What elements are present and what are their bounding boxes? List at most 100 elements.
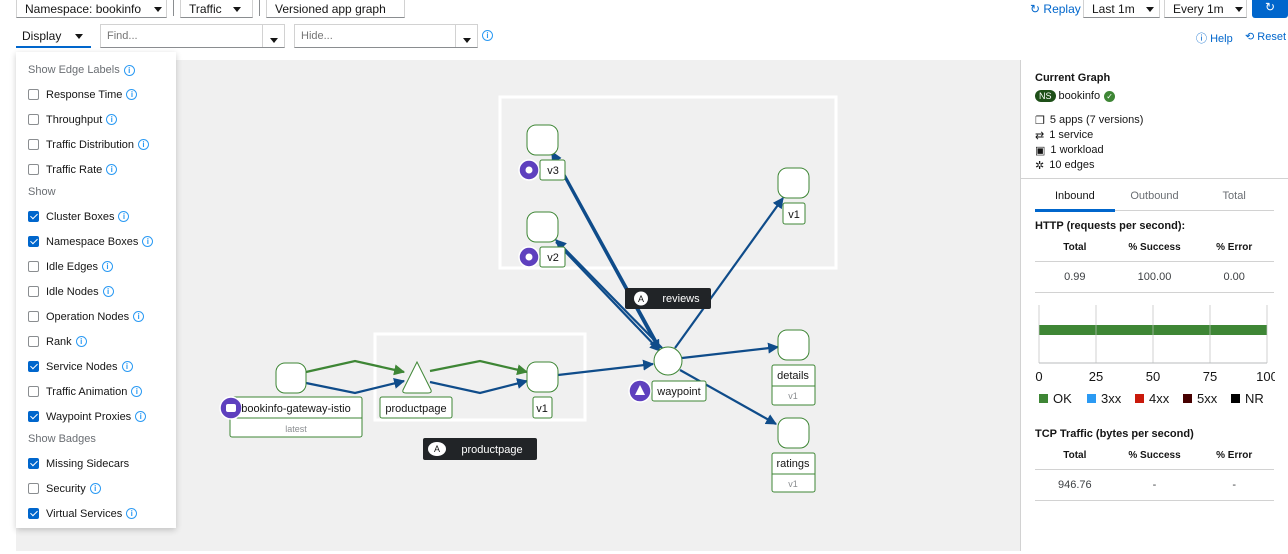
info-icon[interactable]: i	[123, 64, 135, 76]
graph-type-select[interactable]: Versioned app graph	[266, 0, 405, 18]
checkbox[interactable]	[28, 411, 39, 422]
traffic-select[interactable]: Traffic	[180, 0, 253, 18]
checkbox[interactable]	[28, 114, 39, 125]
edge[interactable]	[557, 359, 655, 377]
tab-outbound[interactable]: Outbound	[1130, 189, 1179, 202]
info-icon[interactable]: i	[121, 361, 133, 372]
waypoint-node[interactable]	[653, 346, 683, 376]
info-icon[interactable]: i	[135, 411, 147, 422]
info-icon[interactable]: i	[133, 311, 145, 322]
menu-item-missing-sidecars[interactable]: Missing Sidecars	[28, 451, 164, 476]
reviews-v3-node[interactable]	[526, 124, 559, 156]
edge[interactable]	[551, 151, 661, 349]
info-icon[interactable]: i	[126, 89, 138, 100]
edge[interactable]	[429, 378, 529, 395]
edge[interactable]	[305, 359, 406, 376]
reset-button[interactable]: ⟲ Reset	[1245, 31, 1287, 43]
edge[interactable]	[555, 241, 661, 352]
checkbox[interactable]	[28, 164, 39, 175]
checkbox[interactable]	[28, 311, 39, 322]
checkbox[interactable]	[28, 286, 39, 297]
table-cell: 946.76	[1058, 479, 1092, 491]
ratings-node[interactable]	[777, 417, 810, 449]
reviews-v1-node[interactable]	[777, 167, 810, 199]
help-button[interactable]: ⓘ Help	[1196, 33, 1233, 45]
checkbox[interactable]	[28, 483, 39, 494]
checkbox[interactable]	[28, 89, 39, 100]
edge[interactable]	[681, 342, 780, 360]
hide-history-button[interactable]	[455, 25, 477, 47]
details-node[interactable]	[777, 329, 810, 361]
checkbox[interactable]	[28, 361, 39, 372]
edge[interactable]	[674, 197, 784, 349]
display-dropdown[interactable]: Display	[16, 24, 91, 48]
info-icon[interactable]: i	[75, 336, 87, 347]
info-icon[interactable]: i	[106, 164, 118, 175]
graph-svg[interactable]: bookinfo-gateway-istio latest productpag…	[16, 60, 1020, 551]
namespace-link[interactable]: bookinfo	[1058, 90, 1101, 102]
productpage-box-badge[interactable]: A productpage	[423, 438, 537, 460]
checkbox[interactable]	[28, 261, 39, 272]
gateway-label: bookinfo-gateway-istio	[241, 403, 350, 415]
edge[interactable]	[305, 378, 406, 395]
tab-inbound[interactable]: Inbound	[1035, 182, 1115, 212]
table-header: % Success	[1128, 242, 1181, 253]
checkbox[interactable]	[28, 386, 39, 397]
waypoint-label: waypoint	[656, 386, 700, 398]
info-icon[interactable]: i	[482, 30, 493, 41]
checkbox[interactable]	[28, 236, 39, 247]
productpage-v1-node[interactable]	[526, 361, 559, 393]
info-icon[interactable]: i	[118, 211, 130, 222]
checkbox[interactable]	[28, 508, 39, 519]
productpage-service-node[interactable]	[402, 360, 432, 394]
reviews-v2-node[interactable]	[526, 211, 559, 243]
edge[interactable]	[429, 359, 529, 376]
info-icon[interactable]: i	[131, 386, 143, 397]
edge[interactable]	[555, 239, 663, 349]
edge[interactable]	[551, 153, 660, 351]
namespace-select[interactable]: Namespace: bookinfo	[16, 0, 167, 18]
hide-input[interactable]	[295, 25, 455, 47]
table-header: Total	[1063, 242, 1087, 253]
info-icon[interactable]: i	[89, 483, 101, 494]
checkbox[interactable]	[28, 458, 39, 469]
replay-button[interactable]: ↻ Replay	[1030, 2, 1081, 16]
info-icon[interactable]: i	[101, 261, 113, 272]
tab-total[interactable]: Total	[1222, 189, 1246, 202]
find-history-button[interactable]	[262, 25, 284, 47]
graph-canvas[interactable]: bookinfo-gateway-istio latest productpag…	[16, 60, 1020, 551]
info-icon[interactable]: i	[138, 139, 150, 150]
checkbox[interactable]	[28, 139, 39, 150]
gateway-node[interactable]	[275, 362, 307, 394]
checkbox[interactable]	[28, 211, 39, 222]
duration-select[interactable]: Last 1m	[1083, 0, 1160, 18]
edge[interactable]	[679, 369, 777, 425]
info-icon[interactable]: i	[142, 236, 154, 247]
info-icon[interactable]: i	[102, 286, 114, 297]
reviews-box-badge[interactable]: A reviews	[625, 288, 711, 309]
info-icon[interactable]: i	[106, 114, 118, 125]
refresh-button[interactable]: ↻	[1252, 0, 1288, 18]
refresh-interval-select[interactable]: Every 1m	[1164, 0, 1247, 18]
productpage-app-box[interactable]	[373, 332, 587, 422]
checkbox[interactable]	[28, 336, 39, 347]
find-input[interactable]	[101, 25, 262, 47]
info-icon[interactable]: i	[126, 508, 138, 519]
stat-row: ⇄1 service	[1035, 129, 1274, 142]
reviews-app-box[interactable]	[498, 95, 838, 270]
